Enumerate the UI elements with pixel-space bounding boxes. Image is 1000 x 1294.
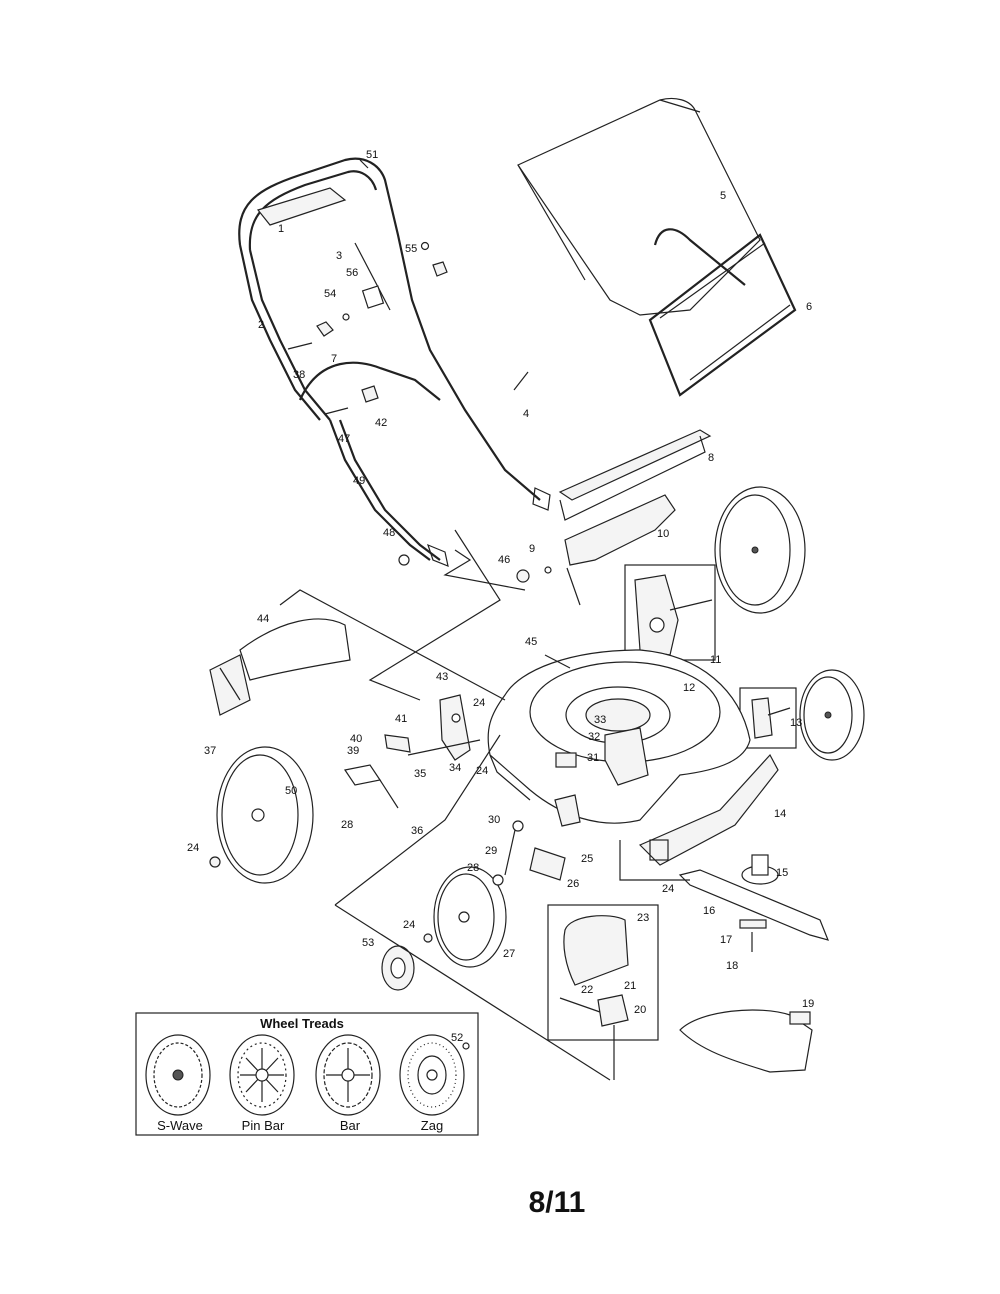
callout: 38 [293, 369, 305, 381]
callout: 31 [587, 752, 599, 764]
rear-height-adjuster [624, 564, 716, 661]
callout: 24 [403, 919, 415, 931]
callout: 2 [258, 319, 264, 331]
callout: 28 [467, 862, 479, 874]
callout: 7 [331, 353, 337, 365]
callout: 5 [720, 190, 726, 202]
grass-bag [517, 97, 761, 316]
front-wheel-right [799, 669, 865, 761]
callout: 10 [657, 528, 669, 540]
handle-hardware [287, 159, 530, 583]
callout: 8 [708, 452, 714, 464]
hubcap [381, 945, 415, 991]
callout: 40 [350, 733, 362, 745]
callout: 51 [366, 149, 378, 161]
discharge-chute [679, 1009, 813, 1073]
tread-label-s-wave: S-Wave [157, 1118, 203, 1133]
callout: 17 [720, 934, 732, 946]
callout: 39 [347, 745, 359, 757]
callout: 44 [257, 613, 269, 625]
rear-wheel-left [209, 746, 314, 884]
rear-wheel-right [714, 486, 806, 614]
lower-handle [298, 361, 449, 567]
callout: 36 [411, 825, 423, 837]
callout: 11 [710, 654, 721, 666]
callout: 32 [588, 731, 600, 743]
callout: 12 [683, 682, 695, 694]
callout: 15 [776, 867, 788, 879]
callout: 41 [395, 713, 407, 725]
callout: 43 [436, 671, 448, 683]
baffle [638, 753, 779, 866]
tread-label-zag: Zag [421, 1118, 443, 1133]
mower-deck [487, 649, 751, 824]
callout: 56 [346, 267, 358, 279]
hinge-rod-cover [558, 429, 712, 521]
callout: 18 [726, 960, 738, 972]
tread-label-pin-bar: Pin Bar [242, 1118, 285, 1133]
callout: 55 [405, 243, 417, 255]
wheel-treads-inset: Wheel Treads S-Wave Pin Bar Bar [135, 1012, 479, 1136]
callout: 26 [567, 878, 579, 890]
front-wheel-left [423, 866, 507, 968]
leader-lines [279, 529, 690, 1081]
callout: 52 [451, 1032, 463, 1044]
wheel-treads-title: Wheel Treads [260, 1016, 344, 1031]
callout: 27 [503, 948, 515, 960]
callout: 28 [341, 819, 353, 831]
callout: 37 [204, 745, 216, 757]
callout: 34 [449, 762, 461, 774]
bag-frame [648, 228, 797, 397]
callout: 24 [662, 883, 674, 895]
callout: 42 [375, 417, 387, 429]
callout: 16 [703, 905, 715, 917]
tread-pin-bar [229, 1034, 295, 1116]
callout: 35 [414, 768, 426, 780]
callout: 45 [525, 636, 537, 648]
callout: 54 [324, 288, 336, 300]
callout: 6 [806, 301, 812, 313]
callout: 53 [362, 937, 374, 949]
side-bracket [344, 694, 471, 809]
callout: 46 [498, 554, 510, 566]
callout: 23 [637, 912, 649, 924]
callout: 22 [581, 984, 593, 996]
mulch-door-kit [547, 904, 659, 1041]
rear-door [544, 494, 676, 606]
upper-handle [238, 157, 551, 511]
callout: 14 [774, 808, 786, 820]
callout: 9 [529, 543, 535, 555]
callout: 24 [187, 842, 199, 854]
front-axle-parts [492, 794, 581, 886]
callout: 25 [581, 853, 593, 865]
blade-adapter [741, 854, 779, 885]
callout: 48 [383, 527, 395, 539]
blade [678, 869, 830, 941]
callout: 19 [802, 998, 814, 1010]
blade-bolt [739, 919, 767, 952]
callout: 24 [473, 697, 485, 709]
mulch-plug [209, 618, 351, 716]
tread-s-wave [145, 1034, 211, 1116]
callout: 29 [485, 845, 497, 857]
callout: 30 [488, 814, 500, 826]
callout: 3 [336, 250, 342, 262]
callout: 13 [790, 717, 802, 729]
tread-label-bar: Bar [340, 1118, 361, 1133]
callout: 33 [594, 714, 606, 726]
callouts: 1 2 3 4 5 6 7 8 9 10 11 12 13 14 15 16 1… [187, 149, 814, 1044]
callout: 20 [634, 1004, 646, 1016]
tread-bar [315, 1034, 381, 1116]
callout: 47 [338, 433, 350, 445]
callout: 50 [285, 785, 297, 797]
tread-zag [399, 1034, 470, 1116]
callout: 21 [624, 980, 636, 992]
page-number: 8/11 [529, 1186, 586, 1219]
callout: 49 [353, 475, 365, 487]
callout: 1 [278, 223, 284, 235]
callout: 24 [476, 765, 488, 777]
callout: 4 [523, 408, 529, 420]
